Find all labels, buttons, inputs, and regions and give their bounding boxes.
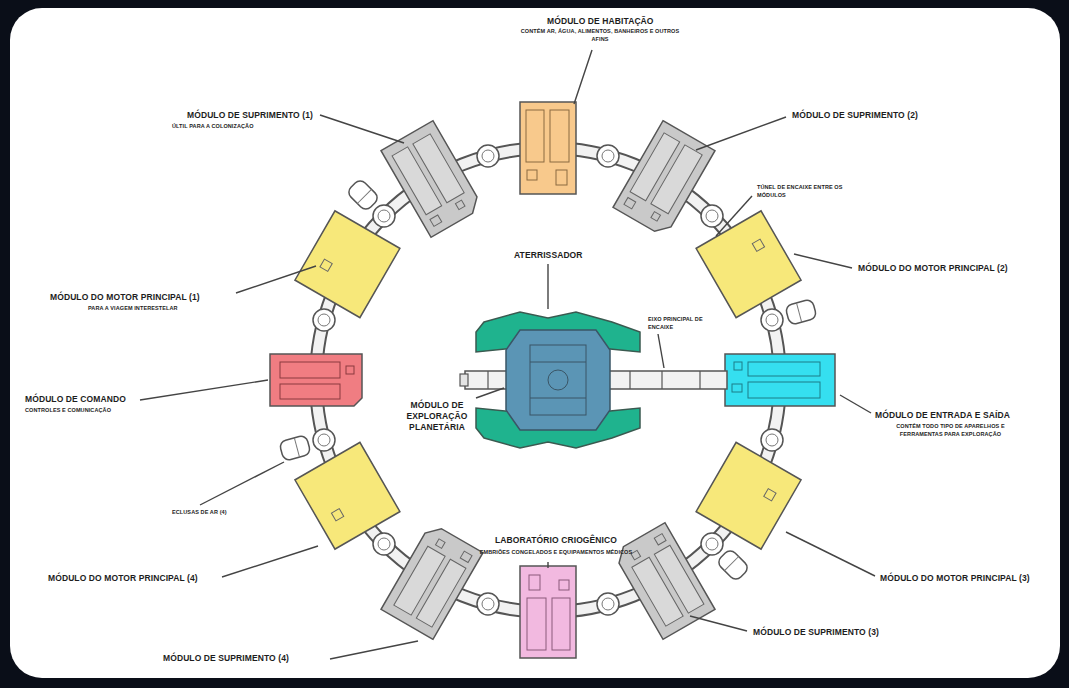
supply-module (381, 523, 483, 640)
module-label: MÓDULO DE SUPRIMENTO (2) (792, 110, 918, 121)
module-label: MÓDULO DE ENTRADA E SAÍDA (875, 410, 1010, 421)
airlock (346, 178, 380, 212)
docking-joint (701, 533, 723, 555)
docking-joint (701, 205, 723, 227)
module-label: MÓDULO DE HABITAÇÃO (547, 16, 654, 27)
module-label: MÓDULO DO MOTOR PRINCIPAL (1) (50, 292, 200, 303)
module-label: LABORATÓRIO CRIOGÊNICO (495, 535, 617, 546)
command-module (270, 354, 362, 406)
cryo-lab-module (520, 566, 576, 658)
module-label: MÓDULO DE SUPRIMENTO (3) (753, 627, 879, 638)
airlock (279, 435, 311, 462)
module-note: EMBRIÕES CONGELADOS E EQUIPAMENTOS MÉDIC… (456, 549, 656, 557)
module-note: PARA A VIAGEM INTERESTELAR (88, 305, 178, 313)
module-note: ECLUSAS DE AR (4) (172, 509, 227, 517)
module-note: ÚLTIL PARA A COLONIZAÇÃO (172, 123, 254, 131)
entry-exit-module (725, 354, 835, 406)
supply-module (381, 121, 483, 238)
engine-module (295, 442, 400, 549)
module-label: MÓDULO DO MOTOR PRINCIPAL (2) (858, 263, 1008, 274)
docking-joint (597, 593, 619, 615)
ring-tunnel (316, 148, 780, 612)
module-label: MÓDULO DO MOTOR PRINCIPAL (3) (880, 573, 1030, 584)
module-label: MÓDULO DE SUPRIMENTO (4) (163, 653, 289, 664)
docking-joint (761, 309, 783, 331)
supply-module (613, 121, 715, 238)
exploration-module (506, 330, 610, 430)
docking-joint (313, 309, 335, 331)
docking-joint (373, 205, 395, 227)
airlock (716, 548, 750, 582)
module-label: MÓDULO DE EXPLORAÇÃO PLANETÁRIA (397, 400, 477, 433)
module-note: CONTÉM AR, ÁGUA, ALIMENTOS, BANHEIROS E … (520, 28, 680, 43)
docking-joint (477, 593, 499, 615)
engine-module (696, 442, 801, 549)
docking-joint (761, 429, 783, 451)
module-label: MÓDULO DE SUPRIMENTO (1) (187, 110, 313, 121)
leader-lines (140, 50, 875, 659)
module-note: TÚNEL DE ENCAIXE ENTRE OS MÓDULOS (757, 184, 867, 199)
docking-joint (313, 429, 335, 451)
docking-joint (477, 145, 499, 167)
module-label: MÓDULO DO MOTOR PRINCIPAL (4) (48, 573, 198, 584)
supply-module (613, 523, 715, 640)
engine-module (696, 211, 801, 318)
module-note: EIXO PRINCIPAL DE ENCAIXE (648, 316, 720, 331)
docking-joint (373, 533, 395, 555)
airlock (785, 299, 817, 326)
module-note: CONTROLES E COMUNICAÇÃO (25, 407, 111, 415)
module-label: MÓDULO DE COMANDO (25, 394, 126, 405)
lander (476, 312, 640, 448)
module-label: ATERRISSADOR (514, 250, 583, 261)
docking-joint (597, 145, 619, 167)
engine-module (295, 211, 400, 318)
panel-ground (10, 8, 1060, 678)
module-note: CONTÉM TODO TIPO DE APARELHOS E FERRAMEN… (883, 423, 1018, 438)
habitation-module (520, 102, 576, 194)
ring-tunnel (316, 148, 780, 612)
